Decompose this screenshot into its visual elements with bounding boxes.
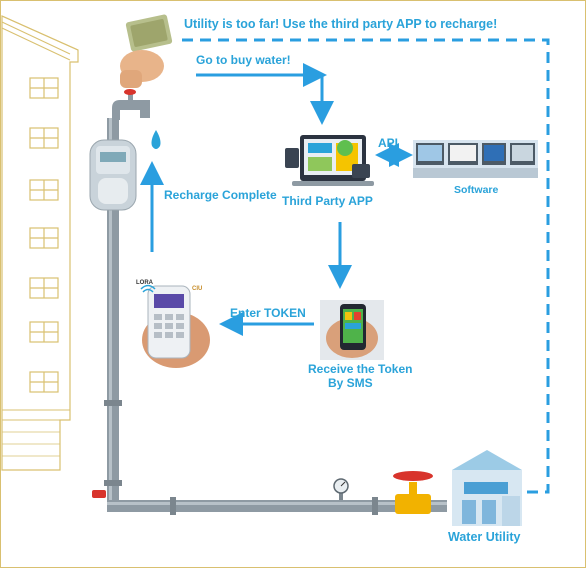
water-pipe [104, 89, 447, 515]
device-lora-label: LORA [136, 280, 153, 286]
headline-text: Utility is too far! Use the third party … [184, 17, 498, 31]
device-ciu-label: CIU [192, 286, 203, 292]
gate-valve [393, 471, 433, 514]
software-image [413, 140, 538, 178]
apartment-building [1, 15, 79, 471]
dashed-route-line [182, 38, 550, 494]
third-party-app-image [285, 135, 374, 186]
step-third-party-app: Third Party APP [282, 194, 373, 208]
token-keypad-device [140, 284, 210, 368]
pressure-gauge [333, 478, 349, 500]
phone-sms-image [320, 300, 384, 360]
water-utility-building [452, 450, 522, 526]
step-receive-token-sms: By SMS [328, 376, 373, 390]
step-receive-token: Receive the Token [308, 362, 413, 376]
corner-valve [92, 490, 106, 498]
step-enter-token: Enter TOKEN [230, 306, 306, 320]
step-recharge-complete: Recharge Complete [164, 188, 277, 202]
money-hand-image [120, 14, 173, 88]
step-software: Software [454, 184, 499, 196]
step-buy-water: Go to buy water! [196, 53, 291, 67]
water-meter [89, 139, 137, 211]
step-water-utility: Water Utility [448, 530, 521, 544]
step-api: API [378, 136, 399, 150]
